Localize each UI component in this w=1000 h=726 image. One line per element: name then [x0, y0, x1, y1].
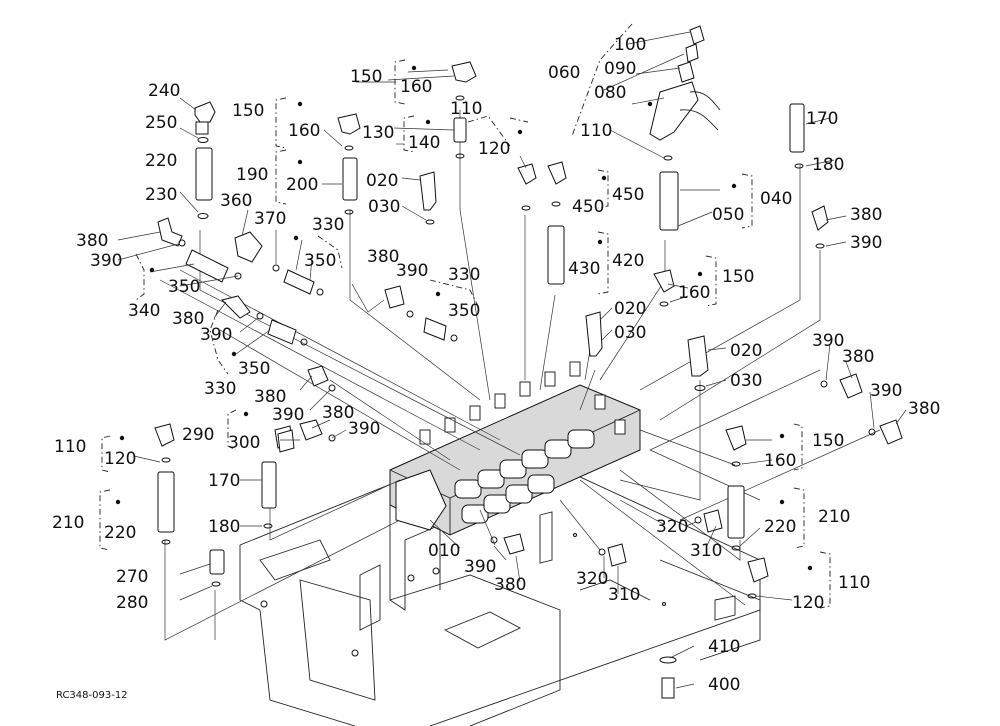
callout-390-d: 390	[348, 419, 380, 439]
callout-350-c: 350	[238, 359, 270, 379]
callout-390-h: 390	[870, 381, 902, 401]
callout-190: 190	[236, 165, 268, 185]
callout-380-g: 380	[842, 347, 874, 367]
callout-450: 450	[572, 197, 604, 217]
callout-250: 240	[148, 81, 180, 101]
callout-280: 280	[116, 593, 148, 613]
callout-380-e: 380	[367, 247, 399, 267]
callout-340: 340	[128, 301, 160, 321]
callout-370: 370	[254, 209, 286, 229]
callout-440: 450	[612, 185, 644, 205]
callout-350-b: 350	[304, 251, 336, 271]
callout-430: 430	[568, 259, 600, 279]
callout-330-c: 330	[448, 265, 480, 285]
callout-390-c: 390	[272, 405, 304, 425]
assembly-brackets	[99, 23, 831, 609]
callout-390-a: 390	[90, 251, 122, 271]
callout-170-a: 170	[806, 109, 838, 129]
callout-330-b: 330	[204, 379, 236, 399]
components	[154, 25, 903, 699]
callout-380-c: 380	[254, 387, 286, 407]
callout-350-a: 350	[168, 277, 200, 297]
callout-110-b: 110	[54, 437, 86, 457]
callout-150-c: 150	[722, 267, 754, 287]
callout-220-b: 220	[764, 517, 796, 537]
callout-380-i: 380	[494, 575, 526, 595]
callout-360: 360	[220, 191, 252, 211]
callout-390-e: 390	[396, 261, 428, 281]
callout-120-a: 120	[478, 139, 510, 159]
callout-230: 220	[145, 151, 177, 171]
callout-310-a: 310	[608, 585, 640, 605]
callout-010: 010	[428, 541, 460, 561]
callout-060: 060	[548, 63, 580, 83]
callout-130: 130	[362, 123, 394, 143]
callout-320-a: 320	[576, 569, 608, 589]
callout-160-a: 160	[288, 121, 320, 141]
callout-020-c: 020	[730, 341, 762, 361]
callout-390-b: 390	[200, 325, 232, 345]
callout-150-b: 150	[350, 67, 382, 87]
callout-180-b: 180	[208, 517, 240, 537]
callout-150-d: 150	[812, 431, 844, 451]
callout-410: 410	[708, 637, 740, 657]
callout-140: 140	[408, 133, 440, 153]
callout-030-b: 030	[614, 323, 646, 343]
callout-020-b: 020	[614, 299, 646, 319]
callout-390-f: 390	[850, 233, 882, 253]
callout-160-c: 160	[678, 283, 710, 303]
callout-150-a: 150	[232, 101, 264, 121]
callout-220-a: 220	[104, 523, 136, 543]
callout-020-a: 020	[366, 171, 398, 191]
callout-310-b: 310	[690, 541, 722, 561]
callout-420: 420	[612, 251, 644, 271]
callout-070: 080	[594, 83, 626, 103]
control-valve-block	[389, 361, 641, 536]
marker-dots	[115, 65, 813, 571]
callout-030-a: 030	[368, 197, 400, 217]
callout-380-d: 380	[322, 403, 354, 423]
callout-240: 230	[145, 185, 177, 205]
callout-380-b: 380	[172, 309, 204, 329]
callout-160-b: 160	[400, 77, 432, 97]
callout-380-h: 380	[908, 399, 940, 419]
callout-050: 050	[712, 205, 744, 225]
callout-100: 110	[580, 121, 612, 141]
callout-320-b: 320	[656, 517, 688, 537]
callout-390-g: 390	[812, 331, 844, 351]
callout-390-i: 390	[464, 557, 496, 577]
callout-090: 100	[614, 35, 646, 55]
callout-120-c: 120	[792, 593, 824, 613]
callout-040: 040	[760, 189, 792, 209]
callout-300: 300	[228, 433, 260, 453]
callout-210-b: 210	[818, 507, 850, 527]
callout-260: 250	[145, 113, 177, 133]
callout-290: 290	[182, 425, 214, 445]
drawing-code: RC348-093-12	[56, 690, 128, 701]
callout-110-c: 110	[838, 573, 870, 593]
callout-330-a: 330	[312, 215, 344, 235]
callout-270: 270	[116, 567, 148, 587]
leader-lines	[117, 31, 907, 689]
callout-380-f: 380	[850, 205, 882, 225]
callout-labels: 240 250 220 230 380 390 350 340 150 160 …	[52, 35, 940, 701]
callout-180-a: 180	[812, 155, 844, 175]
callout-080: 090	[604, 59, 636, 79]
callout-170-b: 170	[208, 471, 240, 491]
callout-350-d: 350	[448, 301, 480, 321]
callout-110-a: 110	[450, 99, 482, 119]
callout-200: 200	[286, 175, 318, 195]
callout-210-a: 210	[52, 513, 84, 533]
callout-030-c: 030	[730, 371, 762, 391]
callout-120-b: 120	[104, 449, 136, 469]
base-frame	[239, 439, 761, 726]
callout-400: 400	[708, 675, 740, 695]
callout-380-a: 380	[76, 231, 108, 251]
callout-160-d: 160	[764, 451, 796, 471]
